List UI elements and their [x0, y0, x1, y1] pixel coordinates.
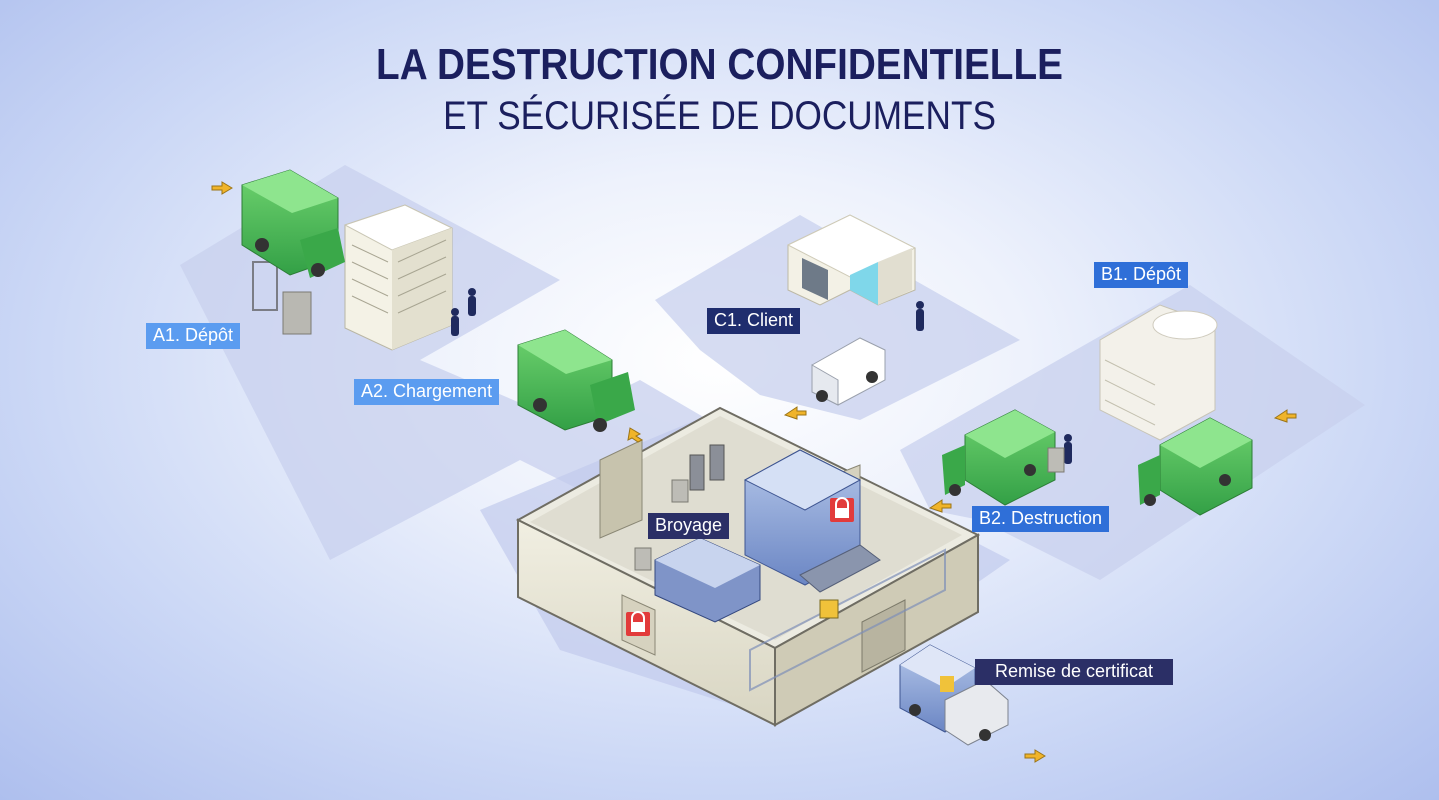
- lock-icon: [626, 612, 650, 636]
- label-remise-certificat: Remise de certificat: [975, 659, 1173, 685]
- label-a1-depot: A1. Dépôt: [146, 323, 240, 349]
- label-b1-depot: B1. Dépôt: [1094, 262, 1188, 288]
- label-broyage: Broyage: [648, 513, 729, 539]
- label-a2-chargement: A2. Chargement: [354, 379, 499, 405]
- label-c1-client: C1. Client: [707, 308, 800, 334]
- lock-icon: [830, 498, 854, 522]
- label-b2-destruction: B2. Destruction: [972, 506, 1109, 532]
